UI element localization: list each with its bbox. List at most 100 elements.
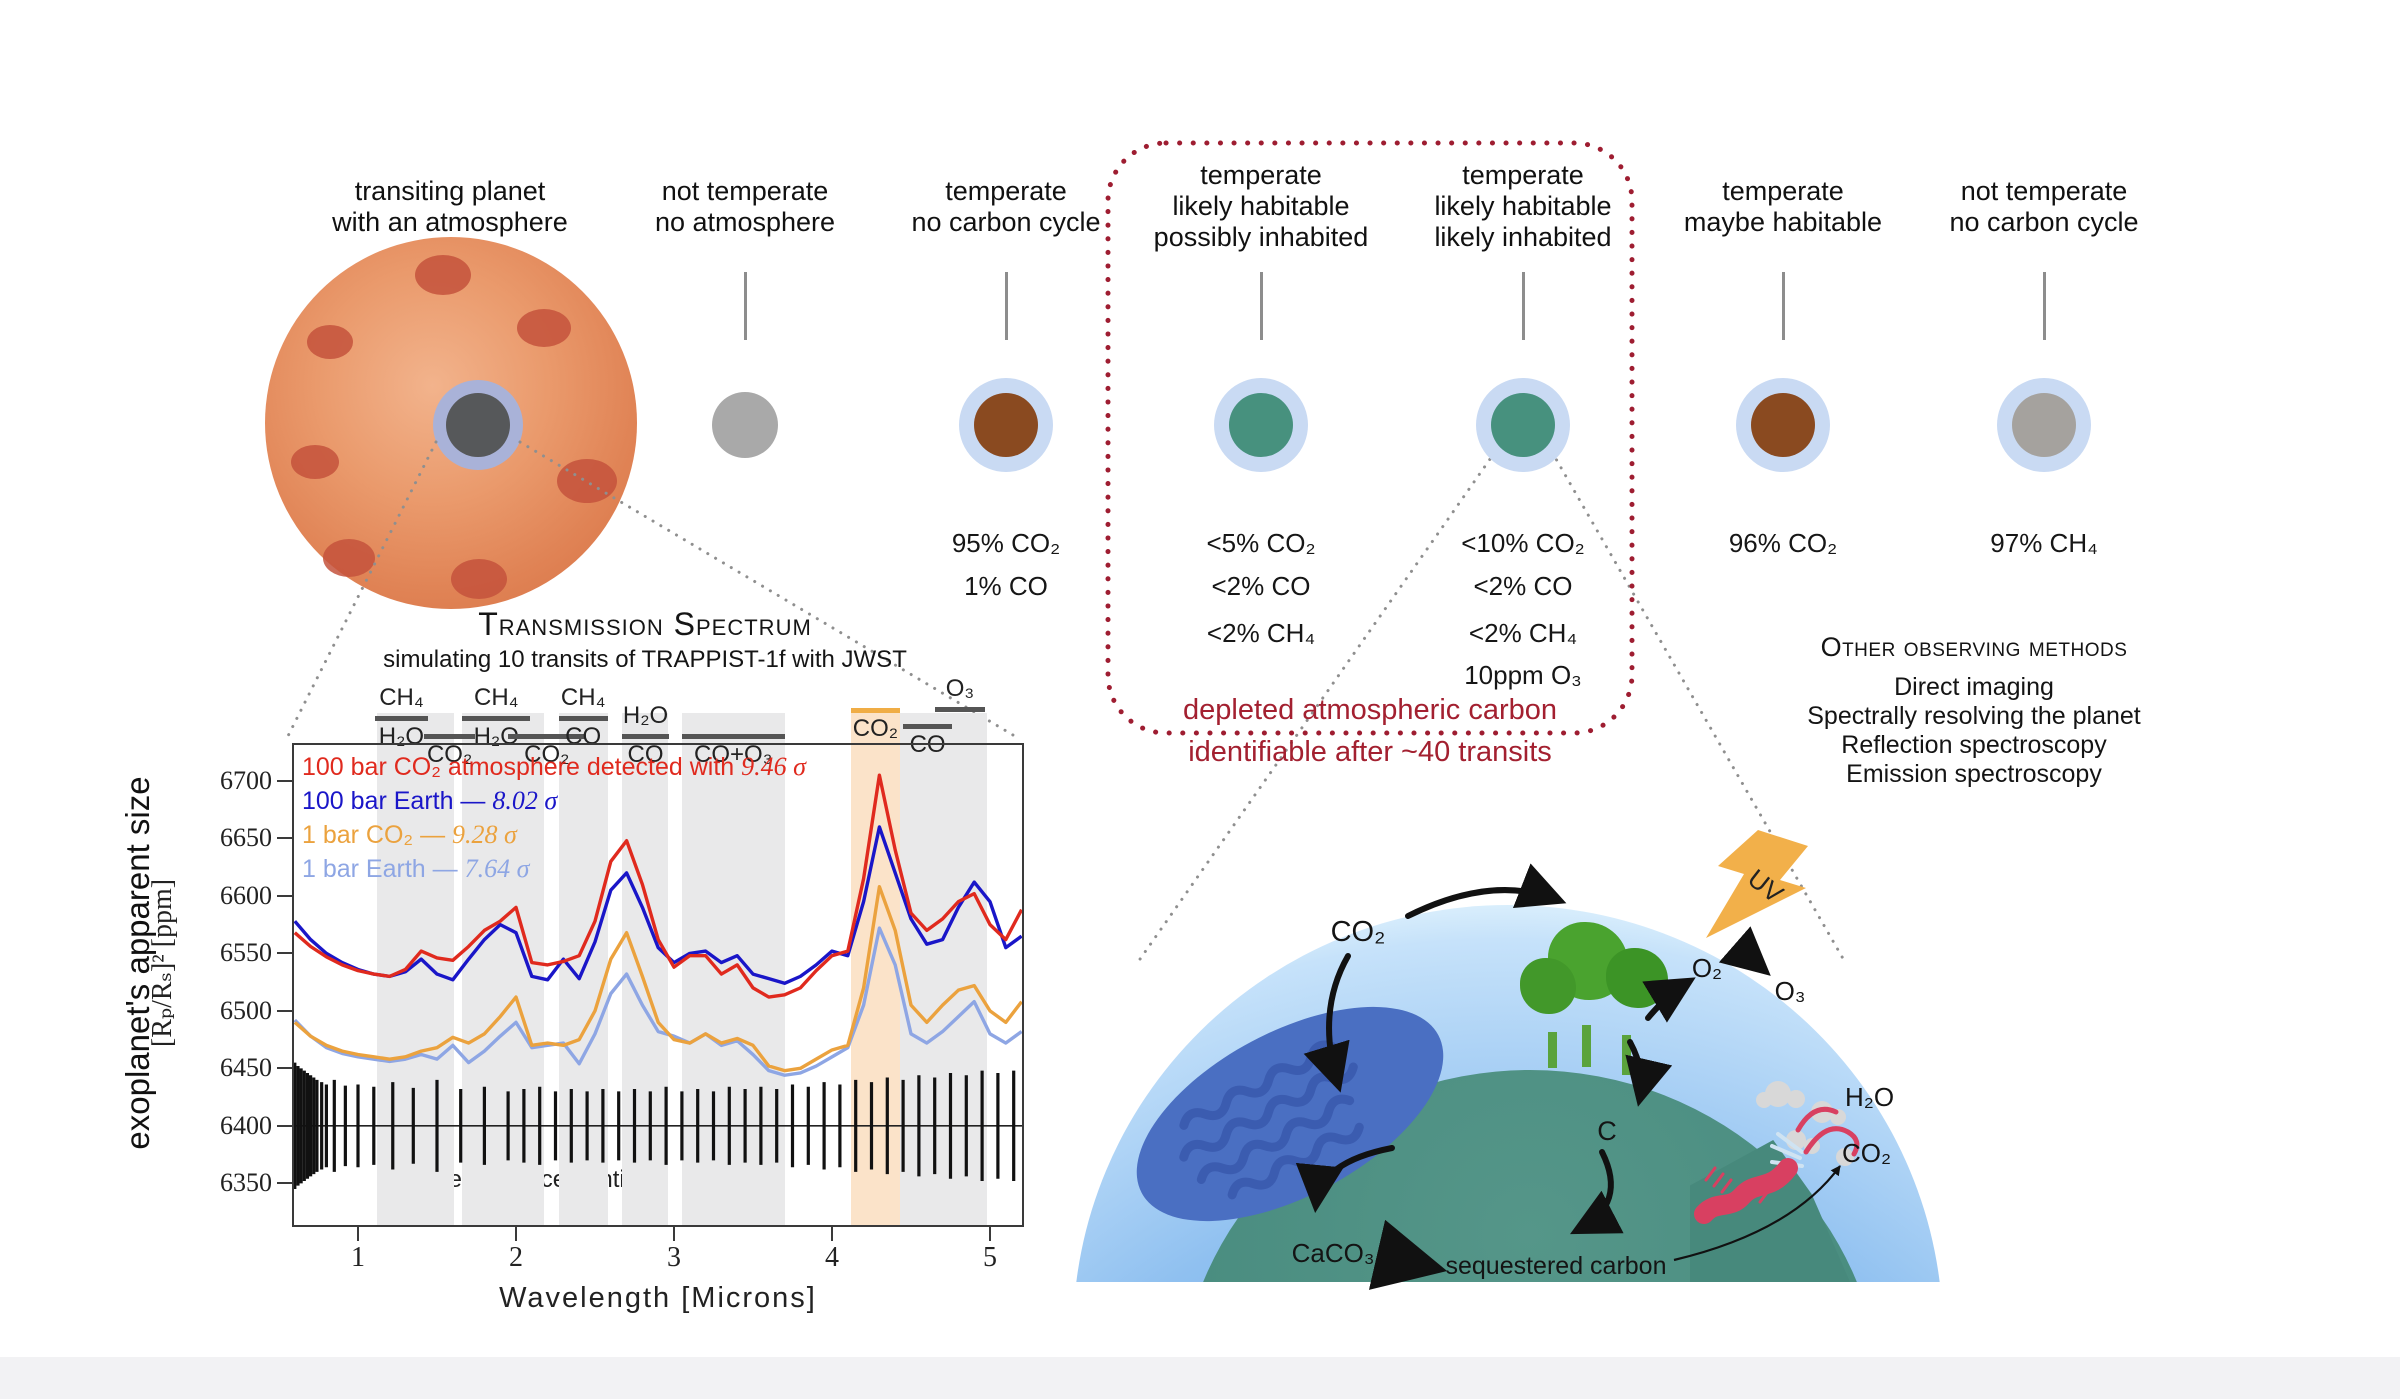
band-label-H₂O: H₂O	[622, 702, 669, 729]
carbon-label: C	[1597, 1116, 1617, 1146]
x-tick-2	[515, 1227, 517, 1241]
column-label-line: temperate	[1200, 160, 1322, 190]
band-label-CO₂: CO₂	[426, 741, 473, 768]
method-item-0: Direct imaging	[1894, 673, 2054, 701]
y-tick-label-6600: 6600	[220, 880, 272, 910]
chart-title: Transmission Spectrum	[478, 606, 812, 642]
column-label-line: maybe habitable	[1683, 207, 1883, 237]
band-bar-9	[934, 707, 986, 712]
y-tick-6650	[277, 837, 292, 840]
x-tick-label-5: 5	[983, 1242, 997, 1273]
band-bar-7	[850, 708, 900, 713]
band-bar-6	[681, 734, 785, 739]
x-tick-4	[831, 1227, 833, 1241]
column-tick-likely-inhabited	[1522, 272, 1525, 340]
x-tick-label-1: 1	[351, 1242, 365, 1273]
band-label-H₂O: H₂O	[378, 723, 425, 750]
column-tick-maybe-habitable	[1782, 272, 1785, 340]
methods-title: Other observing methods	[1820, 632, 2128, 662]
y-tick-6350	[277, 1182, 292, 1185]
chart-subtitle: simulating 10 transits of TRAPPIST-1f wi…	[383, 646, 907, 673]
o2-label: O₂	[1691, 953, 1723, 983]
y-tick-6700	[277, 779, 292, 782]
transiting-planet-atmosphere	[433, 380, 523, 470]
y-axis-math-label: [Rₚ/Rₛ]² [ppm]	[147, 878, 178, 1048]
band-label-CO₂: CO₂	[852, 715, 899, 742]
composition-possibly-inhabited-2: <2% CH₄	[1206, 618, 1316, 648]
method-item-2: Reflection spectroscopy	[1841, 731, 2107, 759]
composition-likely-inhabited-1: <2% CO	[1473, 571, 1573, 601]
band-bar-1	[424, 734, 475, 739]
planet-atmosphere-maybe-habitable	[1736, 378, 1830, 472]
planet-not-temperate-no-atmosphere	[712, 392, 778, 458]
band-label-O₃: O₃	[945, 675, 975, 702]
co2-atmosphere-label: CO₂	[1330, 916, 1386, 948]
composition-temperate-no-carbon-cycle-1: 1% CO	[964, 571, 1048, 601]
x-tick-label-4: 4	[825, 1242, 839, 1273]
band-bar-2	[462, 716, 531, 721]
y-tick-6400	[277, 1124, 292, 1127]
tree-trunk	[1548, 1032, 1557, 1068]
bottom-page-strip	[0, 1357, 2400, 1399]
h2o-volcano-label: H₂O	[1845, 1082, 1895, 1112]
star-spot	[291, 445, 339, 479]
column-label-line: temperate	[1462, 160, 1584, 190]
plot-frame	[292, 743, 1024, 1227]
y-tick-label-6400: 6400	[220, 1110, 272, 1140]
x-tick-label-2: 2	[509, 1242, 523, 1273]
column-label-line: not temperate	[661, 176, 829, 206]
composition-maybe-habitable-0: 96% CO₂	[1728, 528, 1838, 558]
column-tick-not-temperate-no-atmosphere	[744, 272, 747, 340]
y-tick-label-6450: 6450	[220, 1053, 272, 1083]
composition-possibly-inhabited-0: <5% CO₂	[1206, 528, 1316, 558]
x-axis-label: Wavelength [Microns]	[499, 1282, 817, 1314]
tree-icon	[1606, 948, 1668, 1008]
method-item-1: Spectrally resolving the planet	[1807, 702, 2141, 730]
column-label-line: transiting planet	[354, 176, 546, 206]
y-tick-label-6350: 6350	[220, 1168, 272, 1198]
o3-label: O₃	[1774, 976, 1806, 1006]
band-label-CO: CO	[627, 741, 664, 768]
composition-not-temperate-no-carbon-cycle-0: 97% CH₄	[1990, 528, 2098, 558]
band-label-CH₄: CH₄	[474, 684, 519, 711]
planet-atmosphere-likely-inhabited	[1476, 378, 1570, 472]
planet-atmosphere-possibly-inhabited	[1214, 378, 1308, 472]
column-label-line: no atmosphere	[654, 207, 836, 237]
y-tick-label-6650: 6650	[220, 823, 272, 853]
star-spot	[415, 255, 471, 295]
tree-trunk	[1582, 1025, 1591, 1067]
column-label-line: temperate	[945, 176, 1067, 206]
star-spot	[517, 309, 571, 347]
co2-volcano-label: CO₂	[1842, 1138, 1892, 1168]
planet-maybe-habitable	[1751, 393, 1815, 457]
column-label-line: no carbon cycle	[911, 207, 1101, 237]
column-label-line: likely habitable	[1172, 191, 1350, 221]
star-spot	[307, 325, 353, 359]
y-tick-6550	[277, 952, 292, 955]
y-tick-6450	[277, 1067, 292, 1070]
x-tick-label-3: 3	[667, 1242, 681, 1273]
transiting-planet	[446, 393, 510, 457]
column-tick-not-temperate-no-carbon-cycle	[2043, 272, 2046, 340]
column-label-line: possibly inhabited	[1153, 222, 1369, 252]
column-tick-possibly-inhabited	[1260, 272, 1263, 340]
star-spot	[451, 559, 507, 599]
composition-temperate-no-carbon-cycle-0: 95% CO₂	[951, 528, 1061, 558]
composition-likely-inhabited-0: <10% CO₂	[1461, 528, 1585, 558]
band-bar-3	[508, 734, 586, 739]
column-label-line: likely habitable	[1434, 191, 1612, 221]
planet-temperate-no-carbon-cycle	[974, 393, 1038, 457]
band-label-CO: CO	[565, 723, 602, 750]
x-tick-5	[989, 1227, 991, 1241]
tree-icon	[1520, 958, 1576, 1014]
carbon-cycle-diagram	[1050, 900, 1970, 1282]
